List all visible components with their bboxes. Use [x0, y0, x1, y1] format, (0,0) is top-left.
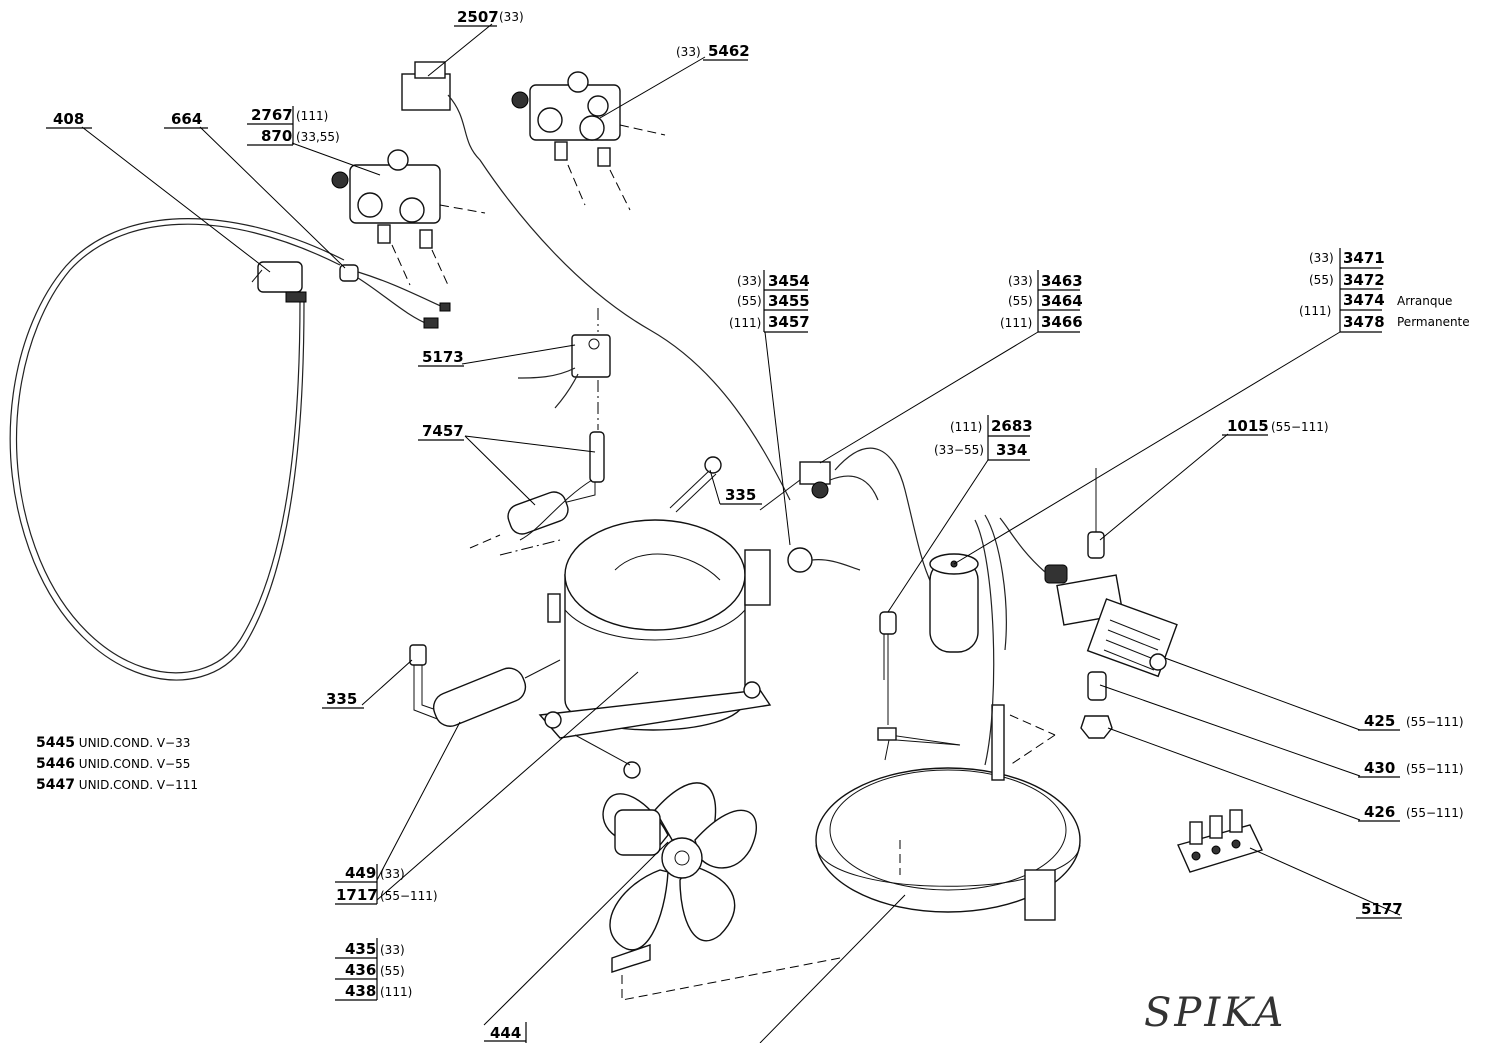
callout-334-note: (33−55) — [934, 443, 984, 457]
callout-3463: 3463 — [1041, 272, 1083, 290]
callout-1015: 1015 — [1227, 417, 1269, 435]
alignment-line — [499, 539, 561, 556]
valve-and-drier — [507, 431, 605, 541]
callout-664: 664 — [171, 110, 202, 128]
callout-3474-text: Arranque — [1397, 294, 1452, 308]
callout-335-lower: 335 — [326, 690, 357, 708]
callout-426-note: (55−111) — [1406, 806, 1464, 820]
relay — [759, 447, 933, 586]
capacitor — [929, 553, 979, 653]
callout-435: 435 — [345, 940, 376, 958]
terminal-block — [1177, 809, 1263, 873]
compressor — [538, 519, 861, 779]
callout-3463-note: (33) — [1008, 274, 1033, 288]
callout-2683: 2683 — [991, 417, 1033, 435]
legend-item: 5447 UNID.COND. V−111 — [36, 777, 198, 793]
callout-2767: 2767 — [251, 106, 293, 124]
legend-code: 5446 — [36, 756, 75, 772]
callout-425-note: (55−111) — [1406, 715, 1464, 729]
callout-425: 425 — [1364, 712, 1395, 730]
callout-3464: 3464 — [1041, 292, 1083, 310]
callout-3466: 3466 — [1041, 313, 1083, 331]
callout-1717-note: (55−111) — [380, 889, 438, 903]
callout-3474: 3474 — [1343, 291, 1385, 309]
callout-7457: 7457 — [422, 422, 464, 440]
callout-5462: 5462 — [708, 42, 750, 60]
callout-3466-note: (111) — [1000, 316, 1032, 330]
callout-426: 426 — [1364, 803, 1395, 821]
callout-870-note: (33,55) — [296, 130, 340, 144]
callout-3478: 3478 — [1343, 313, 1385, 331]
callout-3457: 3457 — [768, 313, 810, 331]
fan-motor — [602, 782, 841, 1001]
callout-2507-note: (33) — [499, 10, 524, 24]
callout-3472-note: (55) — [1309, 273, 1334, 287]
callout-3457-note: (111) — [729, 316, 761, 330]
callout-444: 444 — [490, 1024, 521, 1042]
callout-5177: 5177 — [1361, 900, 1403, 918]
callout-3478-text: Permanente — [1397, 315, 1470, 329]
callout-2767-note: (111) — [296, 109, 328, 123]
leader-lines — [81, 23, 1401, 1043]
callout-435-note: (33) — [380, 943, 405, 957]
thermal-probe — [877, 611, 961, 746]
callout-449: 449 — [345, 864, 376, 882]
legend-text: UNID.COND. V−55 — [78, 757, 191, 771]
callout-3471: 3471 — [1343, 249, 1385, 267]
callout-334: 334 — [996, 441, 1027, 459]
callout-438-note: (111) — [380, 985, 412, 999]
callout-335-upper: 335 — [725, 486, 756, 504]
filter-drier — [409, 644, 561, 727]
callout-3455: 3455 — [768, 292, 810, 310]
solenoid-valve-top — [511, 71, 666, 211]
legend-text: UNID.COND. V−111 — [78, 778, 198, 792]
condenser-coil — [815, 514, 1081, 921]
callout-408: 408 — [53, 110, 84, 128]
callout-2507: 2507 — [457, 8, 499, 26]
solenoid-valve-left — [331, 149, 486, 286]
callout-3454: 3454 — [768, 272, 810, 290]
callout-436: 436 — [345, 961, 376, 979]
legend-code: 5447 — [36, 777, 75, 793]
callout-870: 870 — [261, 127, 292, 145]
callout-438: 438 — [345, 982, 376, 1000]
power-cord — [9, 218, 345, 681]
wire-harness — [339, 264, 451, 329]
callout-2683-note: (111) — [950, 420, 982, 434]
callout-3464-note: (55) — [1008, 294, 1033, 308]
callout-430-note: (55−111) — [1406, 762, 1464, 776]
solenoid-coil — [517, 308, 611, 430]
callout-5462-note: (33) — [676, 45, 701, 59]
legend-code: 5445 — [36, 735, 75, 751]
callout-430: 430 — [1364, 759, 1395, 777]
brand-logo: SPIKA — [1144, 990, 1287, 1036]
legend-item: 5446 UNID.COND. V−55 — [36, 756, 190, 772]
pressure-switch — [401, 61, 791, 501]
callout-347x-note: (111) — [1299, 304, 1331, 318]
legend-text: UNID.COND. V−33 — [78, 736, 191, 750]
callout-1015-note: (55−111) — [1271, 420, 1329, 434]
callout-3472: 3472 — [1343, 271, 1385, 289]
callout-1717: 1717 — [336, 886, 378, 904]
legend-item: 5445 UNID.COND. V−33 — [36, 735, 190, 751]
callout-3455-note: (55) — [737, 294, 762, 308]
alignment-line — [469, 534, 501, 549]
callout-436-note: (55) — [380, 964, 405, 978]
service-tube-upper — [669, 456, 722, 513]
pressostat — [999, 468, 1178, 739]
callout-3471-note: (33) — [1309, 251, 1334, 265]
callout-3454-note: (33) — [737, 274, 762, 288]
callout-449-note: (33) — [380, 867, 405, 881]
callout-5173: 5173 — [422, 348, 464, 366]
